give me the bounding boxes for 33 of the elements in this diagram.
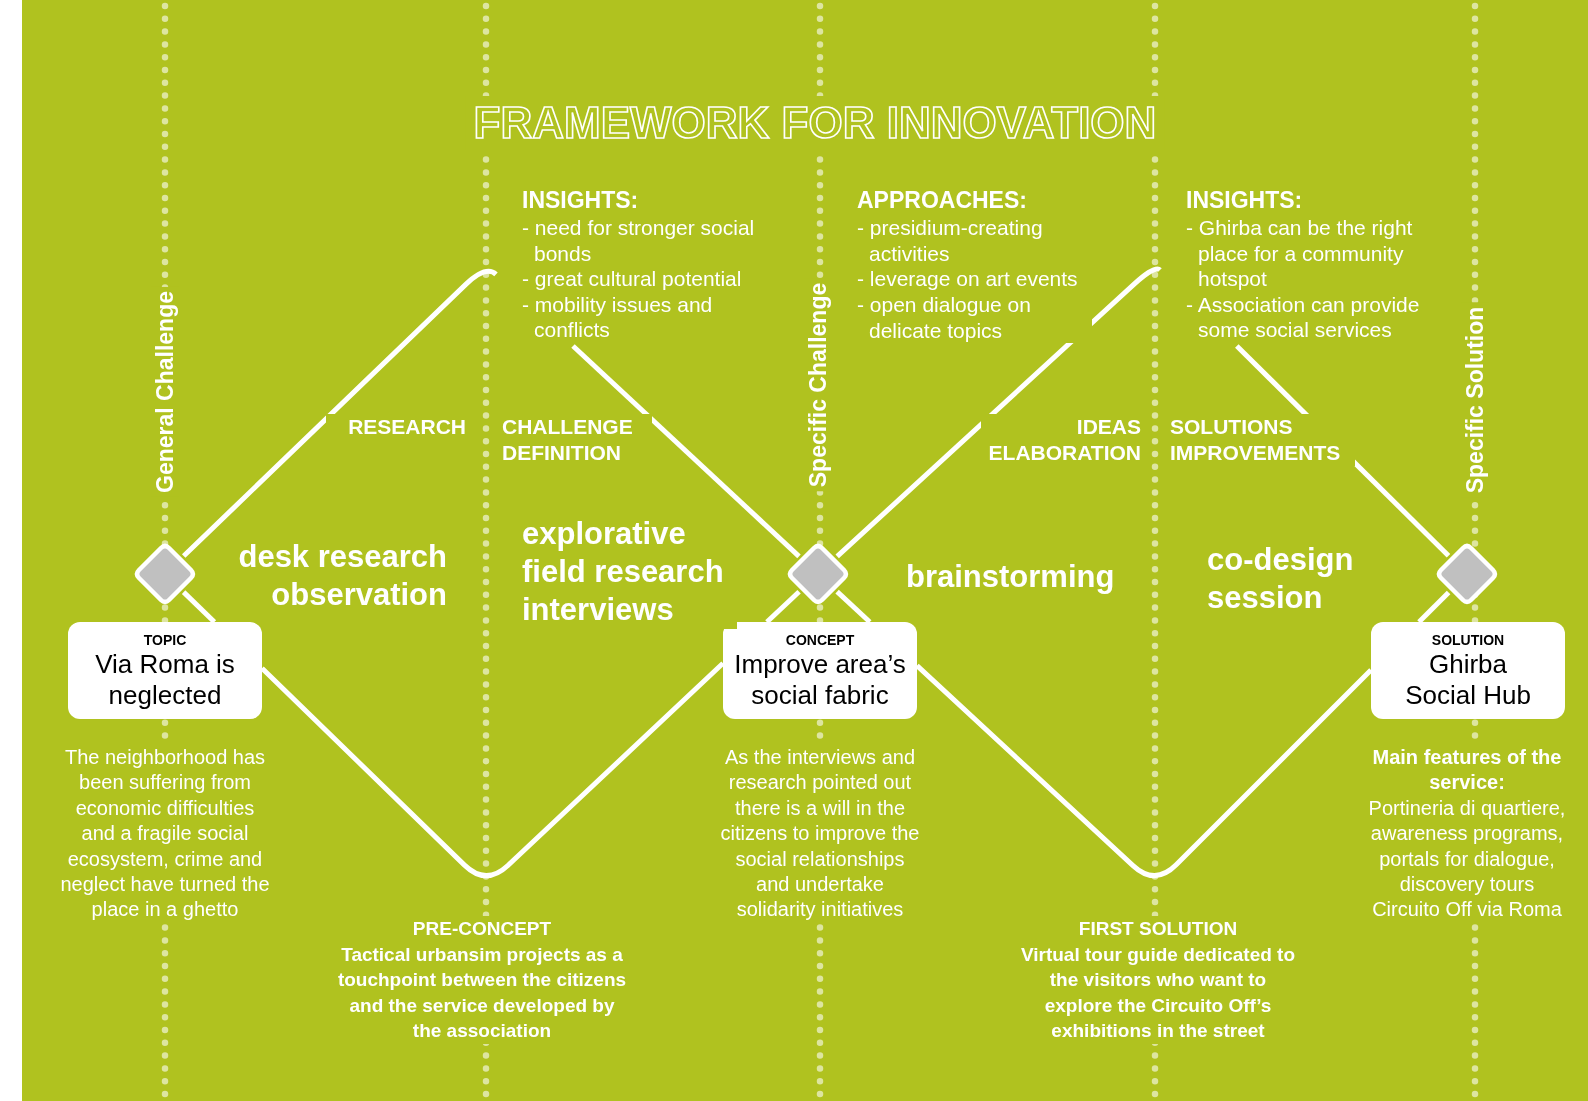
bullet-item: - Ghirba can be the right place for a community hotspot <box>1186 215 1414 292</box>
stage-tag: CONCEPT <box>785 630 855 649</box>
feature-heading: Main features of the service: <box>1371 745 1563 796</box>
connector-line <box>765 589 801 624</box>
stage-tag: TOPIC <box>143 630 187 649</box>
connector-line <box>835 266 1161 559</box>
bullet-item: - mobility issues and conflicts <box>522 291 714 343</box>
description-text: As the interviews and research pointed out there is a will in the citizens to improve the social relationships and undertake solidarity initiatives <box>719 745 921 923</box>
connector-line <box>181 268 498 558</box>
stage-card <box>723 622 917 719</box>
connector-line <box>915 663 1373 879</box>
bullet-item: - need for stronger social bonds <box>522 215 756 267</box>
stage-tag: SOLUTION <box>1431 630 1505 649</box>
bullet-item: - great cultural potential <box>522 266 743 292</box>
stage-card <box>1371 622 1565 719</box>
section-heading: INSIGHTS: <box>1186 186 1304 214</box>
stage-title: Ghirba Social Hub <box>1404 648 1532 711</box>
section-heading: INSIGHTS: <box>522 186 640 214</box>
stage-note: Tactical urbansim projects as a touchpoint between the citizens and the service developed by the association <box>337 941 627 1044</box>
connector-line <box>1417 590 1451 624</box>
diamond-node <box>132 541 198 607</box>
stage-title: Via Roma is neglected <box>94 648 236 711</box>
diamond-node <box>1434 541 1500 607</box>
connector-line <box>835 589 872 624</box>
phase-label: SOLUTIONS IMPROVEMENTS <box>1170 414 1355 466</box>
description-text: The neighborhood has been suffering from economic difficulties and a fragile social ecosystem, crime and neglect have turned the place in a ghetto <box>59 745 271 923</box>
connector-line <box>571 344 801 559</box>
stage-card <box>68 622 262 719</box>
stage-title: Improve area’s social fabric <box>733 648 907 711</box>
connector-line <box>181 590 217 624</box>
diamond-node <box>785 541 851 607</box>
description-text: Portineria di quartiere, awareness programs, portals for dialogue, discovery tours Circuito Off via Roma <box>1367 795 1567 923</box>
bullet-item: - Association can provide some social services <box>1186 291 1421 343</box>
